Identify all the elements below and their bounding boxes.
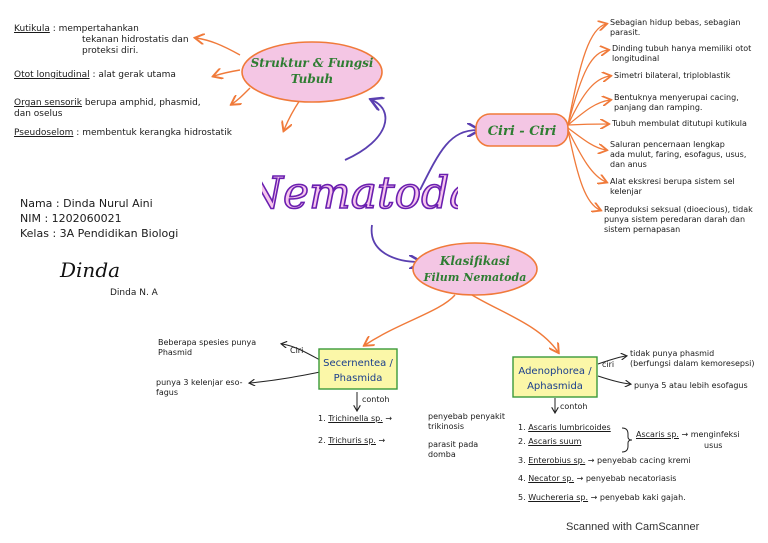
signature-name: Dinda N. A — [110, 288, 158, 298]
struktur-item-kutikula: Kutikula : mempertahankan — [14, 24, 139, 34]
link-center-klasifikasi — [370, 224, 420, 262]
link-ciri-8 — [567, 129, 600, 210]
secernentea-title-2: Phasmida — [334, 373, 383, 384]
struktur-item-pseudoselom: Pseudoselom : membentuk kerangka hidrost… — [14, 128, 232, 138]
link-struktur-pseudoselom — [284, 99, 301, 130]
secernentea-example-1: 1. Trichinella sp. → — [318, 414, 393, 423]
secernentea-title-1: Secernentea / — [323, 358, 393, 369]
ciri-item-3: Simetri bilateral, triploblastik — [614, 71, 731, 80]
adenophorea-node: Adenophorea / Aphasmida — [512, 356, 598, 398]
adenophorea-example-5: 5. Wuchereria sp. → penyebab kaki gajah. — [518, 493, 686, 502]
link-struktur-otot — [214, 70, 241, 76]
ascaris-note: Ascaris sp. → menginfeksi — [636, 430, 740, 439]
secernentea-ciri-label: Ciri — [290, 346, 304, 355]
link-ciri-3 — [567, 76, 610, 126]
link-ciri-6 — [567, 127, 606, 150]
link-sec-ciri-2 — [250, 371, 321, 383]
ascaris-bracket — [621, 427, 633, 453]
struktur-item-organ: Organ sensorik berupa amphid, phasmid, — [14, 98, 201, 108]
klasifikasi-node: Klasifikasi Filum Nematoda — [412, 242, 538, 296]
klasifikasi-title-2: Filum Nematoda — [423, 271, 527, 284]
author-nama: Nama : Dinda Nurul Aini — [20, 197, 153, 210]
link-struktur-kutikula — [196, 38, 241, 56]
adenophorea-contoh-label: contoh — [560, 402, 588, 411]
secernentea-node: Secernentea / Phasmida — [318, 348, 398, 390]
adenophorea-ciri-2: punya 5 atau lebih esofagus — [634, 381, 748, 390]
adenophorea-ciri-1: tidak punya phasmid(berfungsi dalam kemo… — [630, 349, 755, 368]
struktur-item-organ-2: dan oselus — [14, 109, 63, 119]
struktur-item-kutikula-3: proteksi diri. — [82, 46, 139, 56]
adenophorea-example-1: 1. Ascaris lumbricoides — [518, 423, 611, 432]
link-ade-ciri-2 — [597, 375, 630, 384]
klasifikasi-title-1: Klasifikasi — [439, 254, 511, 268]
link-klasifikasi-adenophorea — [471, 294, 558, 352]
struktur-item-otot: Otot longitudinal : alat gerak utama — [14, 70, 176, 80]
camscanner-watermark: Scanned with CamScanner — [566, 521, 700, 533]
author-nim: NIM : 1202060021 — [20, 212, 122, 225]
struktur-title-2: Tubuh — [291, 72, 333, 86]
ciri-node: Ciri - Ciri — [475, 113, 569, 147]
link-ciri-1 — [567, 24, 606, 126]
secernentea-ciri-2: punya 3 kelenjar eso-fagus — [156, 378, 243, 397]
link-sec-ciri-1 — [282, 344, 321, 361]
struktur-node: Struktur & Fungsi Tubuh — [241, 41, 383, 103]
center-title: Nematoda — [262, 168, 458, 219]
author-kelas: Kelas : 3A Pendidikan Biologi — [20, 227, 179, 240]
secernentea-contoh-label: contoh — [362, 395, 390, 404]
ascaris-note-2: usus — [704, 441, 723, 450]
link-center-struktur — [344, 100, 387, 161]
link-ciri-7 — [567, 129, 606, 182]
link-ciri-4 — [567, 100, 610, 126]
ciri-item-5: Tubuh membulat ditutupi kutikula — [612, 119, 747, 128]
link-struktur-organ — [232, 87, 251, 104]
signature: Dinda — [60, 258, 121, 282]
adenophorea-title-1: Adenophorea / — [518, 366, 592, 377]
adenophorea-example-2: 2. Ascaris suum — [518, 437, 582, 446]
adenophorea-ciri-label: ciri — [602, 360, 615, 369]
link-ade-ciri-1 — [597, 356, 626, 365]
struktur-title-1: Struktur & Fungsi — [251, 56, 374, 70]
author-block: Nama : Dinda Nurul Aini NIM : 1202060021… — [20, 196, 178, 241]
link-klasifikasi-secernentea — [365, 294, 456, 345]
link-ciri-5 — [567, 124, 608, 125]
ciri-item-4: Bentuknya menyerupai cacing,panjang dan … — [614, 93, 739, 112]
adenophorea-example-3: 3. Enterobius sp. → penyebab cacing krem… — [518, 456, 691, 465]
ciri-title: Ciri - Ciri — [488, 124, 557, 139]
link-center-ciri — [419, 130, 478, 191]
adenophorea-example-4: 4. Necator sp. → penyebab necatoriasis — [518, 474, 677, 483]
secernentea-example-2: 2. Trichuris sp. → — [318, 436, 386, 445]
center-node: Nematoda — [262, 167, 458, 220]
struktur-item-kutikula-2: tekanan hidrostatis dan — [82, 35, 189, 45]
link-ciri-2 — [567, 50, 608, 126]
adenophorea-title-2: Aphasmida — [527, 381, 583, 392]
